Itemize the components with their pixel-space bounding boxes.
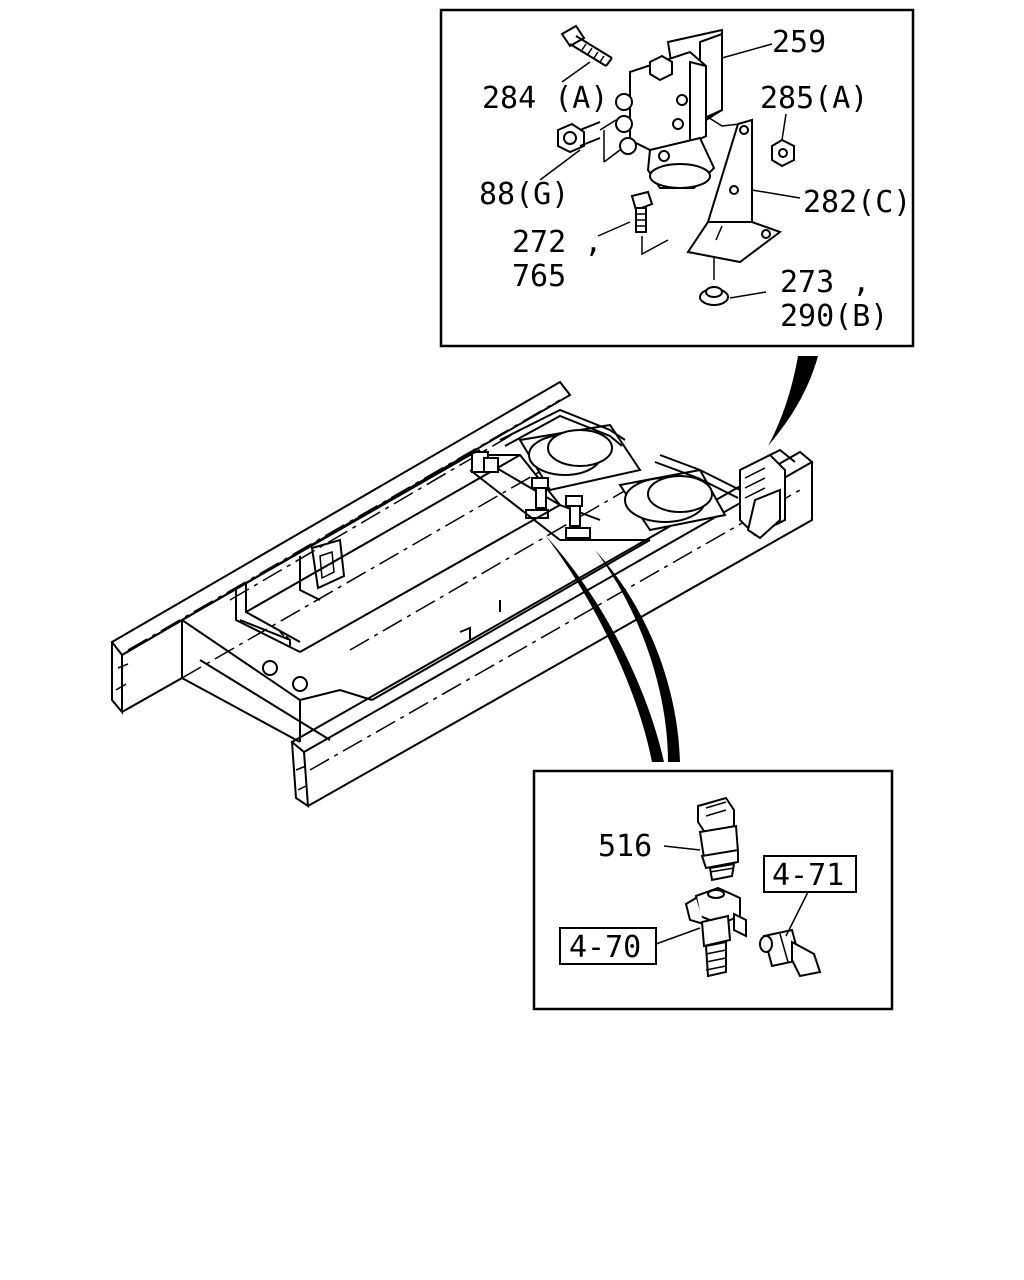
top-detail-box: 259 284 (A) 285(A) 88(G) 282(C) 272 , 76… [439,8,915,348]
bolt-272 [630,190,669,256]
nut-88 [557,121,601,154]
top-callout-pointer [768,356,818,446]
label-516: 516 [598,829,652,864]
label-259: 259 [772,25,826,60]
air-tanks [454,408,741,532]
nut-273 [699,258,729,306]
bolt-284 [560,24,613,67]
label-4-70: 4-70 [569,930,641,965]
label-272: 272 , [512,225,602,260]
pressure-sensor-516 [697,796,740,882]
label-765: 765 [512,259,566,294]
bottom-callout-pointer-2 [595,550,680,762]
ref-box-4-71 [763,855,857,893]
label-88: 88(G) [479,177,569,212]
tee-fitting [684,886,747,978]
sensor-fittings-on-frame [525,477,591,539]
label-284: 284 (A) [482,81,608,116]
bottom-detail-box: 516 4-71 4-70 [532,769,894,1011]
pressure-switch-4-71 [759,928,822,978]
valve-259 [599,28,741,189]
label-4-71: 4-71 [772,858,844,893]
label-290: 290(B) [780,299,888,334]
label-273: 273 , [780,265,870,300]
bracket-282 [686,118,783,264]
label-285: 285(A) [760,81,868,116]
label-282: 282(C) [803,185,911,220]
valve-on-frame [739,448,796,540]
nut-285 [771,138,795,168]
chassis-frame [110,380,814,808]
ref-box-4-70 [559,927,657,965]
bottom-callout-pointer-1 [545,535,664,762]
